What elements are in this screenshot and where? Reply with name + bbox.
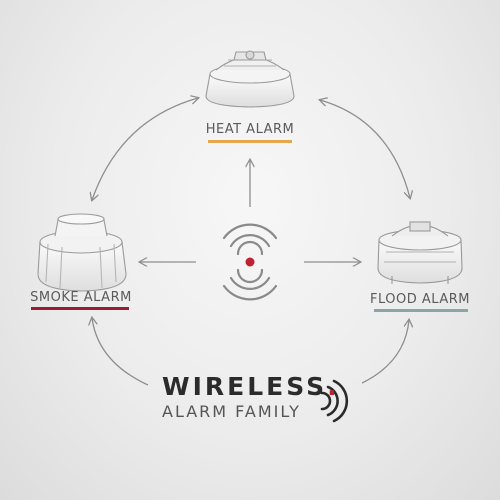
brand-title-dot: . <box>327 372 340 401</box>
brand-subtitle: ALARM FAMILY <box>162 402 301 421</box>
brand-signal-icon <box>320 379 349 423</box>
arrow-heat-flood <box>320 100 410 198</box>
arrow-smoke-heat <box>92 98 198 200</box>
center-dot <box>245 257 255 267</box>
smoke-alarm-label: SMOKE ALARM <box>30 290 132 305</box>
smoke-alarm-icon <box>37 213 127 292</box>
brand-title: WIRELESS. <box>162 374 340 400</box>
flood-alarm-label: FLOOD ALARM <box>370 292 470 307</box>
arrow-brand-smoke <box>92 318 149 386</box>
brand-title-text: WIRELESS <box>162 372 328 401</box>
heat-alarm-icon <box>205 50 295 108</box>
wireless-signal-icon <box>222 223 278 301</box>
flood-alarm-underline <box>374 309 468 312</box>
heat-alarm-underline <box>208 140 292 143</box>
smoke-alarm-underline <box>31 307 129 310</box>
flood-alarm-icon <box>377 221 463 284</box>
brand-logo: WIRELESS. ALARM FAMILY <box>162 374 340 422</box>
heat-alarm-label: HEAT ALARM <box>205 122 295 137</box>
arrow-brand-flood <box>361 320 409 384</box>
